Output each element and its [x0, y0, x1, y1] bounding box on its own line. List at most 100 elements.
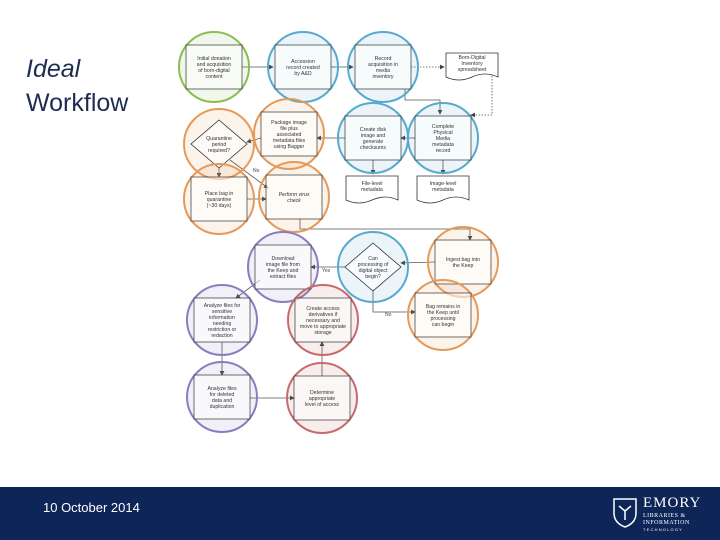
- node-box: [260, 111, 318, 157]
- node-text: Download: [271, 256, 294, 262]
- label-no-quarantine: No: [253, 168, 260, 174]
- shield-icon: [613, 498, 637, 528]
- node-box: [185, 44, 243, 90]
- node-text: Place bag in: [205, 191, 234, 197]
- node-text: required?: [208, 148, 230, 154]
- node-text: can begin: [432, 322, 455, 328]
- node-text: the Keep: [453, 263, 474, 269]
- node-box: [294, 297, 352, 343]
- node-text: of born-digital: [198, 68, 229, 74]
- node-text: needing: [213, 321, 232, 327]
- node-box: [293, 375, 351, 421]
- document-shape: [416, 175, 470, 204]
- logo-technology: TECHNOLOGY: [643, 527, 684, 532]
- node-text: necessary and: [306, 318, 340, 324]
- node-text: Accession: [291, 59, 315, 65]
- node-text: metadata: [432, 142, 454, 148]
- node-text: check: [287, 198, 301, 204]
- slide-title: Ideal Workflow: [26, 52, 128, 120]
- node-text: begin?: [365, 274, 381, 280]
- document-shape: [345, 175, 399, 204]
- node-text: redaction: [211, 333, 232, 339]
- node-text: content: [205, 74, 223, 80]
- node-text: move to appropriate: [300, 324, 346, 330]
- footer-bar: 10 October 2014 EMORY LIBRARIES & INFORM…: [0, 487, 720, 540]
- edge-arrow: [470, 67, 493, 118]
- footer-date: 10 October 2014: [43, 500, 140, 515]
- node-text: sensitive: [212, 309, 232, 315]
- document-text: Born-Digital: [458, 55, 485, 61]
- edge-arrow: [400, 260, 436, 266]
- node-text: restriction or: [208, 327, 237, 333]
- node-text: metadata files: [273, 138, 306, 144]
- node-text: period: [212, 142, 227, 148]
- node-text: file plus: [280, 126, 298, 132]
- node-text: extract files: [270, 274, 297, 280]
- node-text: Analyze files: [207, 386, 237, 392]
- node-text: Quarantine: [206, 136, 232, 142]
- node-text: the Keep until: [427, 310, 459, 316]
- node-text: using Bagger: [274, 144, 305, 150]
- edge-arrow: [372, 289, 416, 315]
- node-text: image file from: [266, 262, 300, 268]
- node-text: processing: [430, 316, 455, 322]
- node-text: Initial donation: [197, 56, 231, 62]
- node-text: Perform virus: [279, 192, 310, 198]
- label-yes-process: Yes: [322, 268, 331, 274]
- document-text: Inventory: [461, 61, 483, 67]
- node-text: Complete: [432, 124, 454, 130]
- node-text: appropriate: [309, 396, 335, 402]
- node-text: and acquisition: [197, 62, 232, 68]
- node-text: associated: [277, 132, 302, 138]
- node-text: Physical: [433, 130, 452, 136]
- node-text: derivatives if: [309, 312, 338, 318]
- node-diamond: [190, 119, 248, 169]
- emory-logo: EMORY LIBRARIES & INFORMATION TECHNOLOGY: [612, 494, 712, 534]
- node-text: level of access: [305, 402, 339, 408]
- node-text: Create disk: [360, 127, 387, 133]
- node-text: Media: [436, 136, 450, 142]
- label-no-process: No: [385, 312, 392, 318]
- document-text: spreadsheet: [458, 67, 487, 73]
- node-text: data and: [212, 398, 232, 404]
- node-text: Ingest bag into: [446, 257, 480, 263]
- node-box: [265, 174, 323, 220]
- node-text: inventory: [372, 74, 393, 80]
- node-box: [190, 176, 248, 222]
- node-text: information: [209, 315, 235, 321]
- node-text: Can: [368, 256, 378, 262]
- logo-information: INFORMATION: [643, 520, 690, 526]
- node-text: checksums: [360, 145, 386, 151]
- logo-libraries: LIBRARIES &: [643, 513, 686, 519]
- node-n13: Analyze files forsensitiveinformationnee…: [186, 284, 258, 356]
- node-text: record: [436, 148, 451, 154]
- node-text: processing of: [358, 262, 389, 268]
- node-text: digital object: [359, 268, 388, 274]
- node-text: (~30 days): [207, 203, 232, 209]
- node-box: [193, 374, 251, 420]
- node-box: [193, 297, 251, 343]
- document-text: File-level: [362, 181, 383, 187]
- logo-emory: EMORY: [643, 495, 702, 511]
- node-box: [354, 44, 412, 90]
- node-text: the Keep and: [268, 268, 299, 274]
- node-text: generate: [363, 139, 384, 145]
- node-text: Analyze files for: [204, 303, 241, 309]
- title-ideal: Ideal: [26, 55, 81, 83]
- node-box: [434, 239, 492, 285]
